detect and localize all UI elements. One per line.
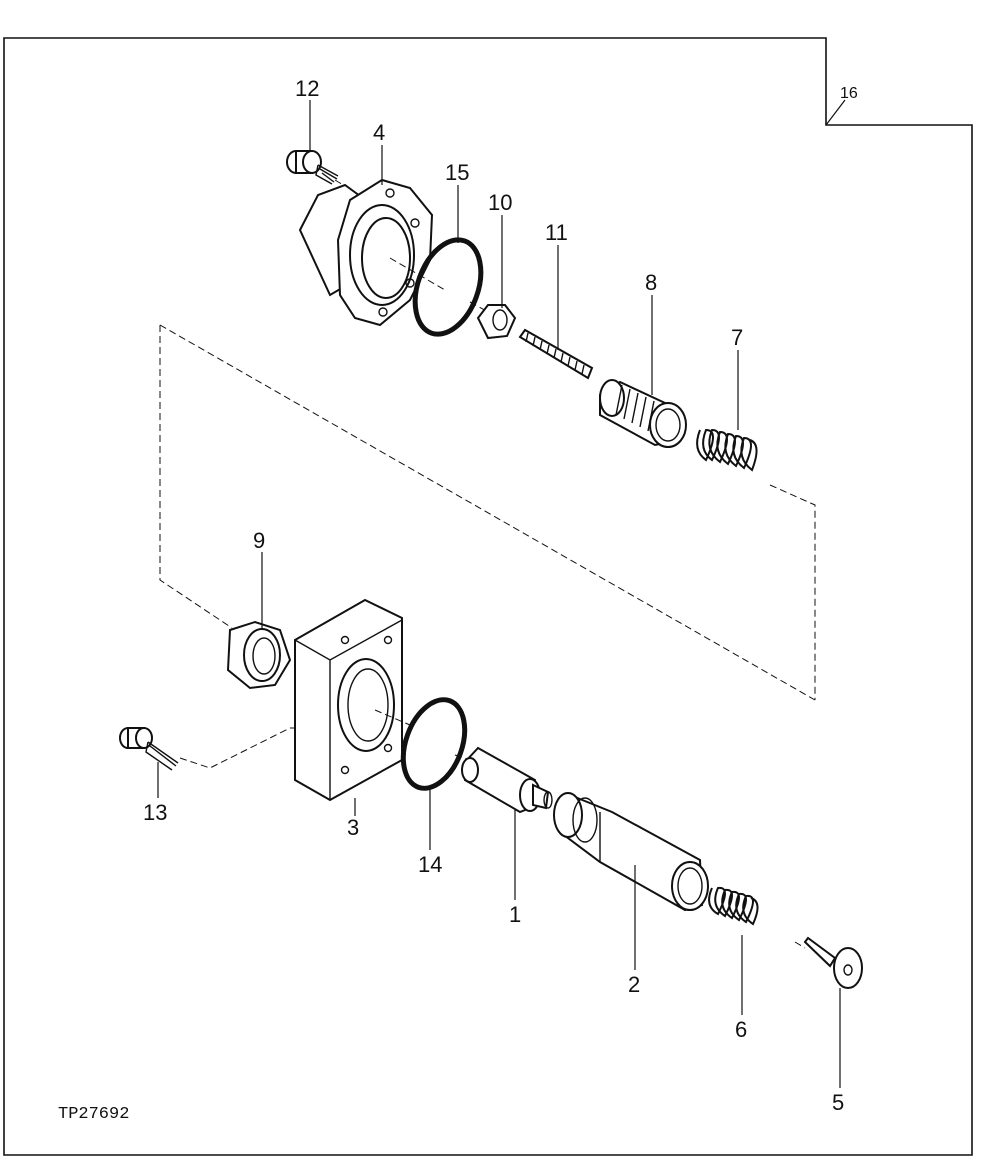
figure-id: TP27692	[58, 1105, 129, 1124]
part-9-lock-nut	[226, 620, 292, 690]
part-12-cap-screw	[286, 150, 369, 201]
callout-9: 9	[253, 528, 265, 553]
callout-8: 8	[645, 270, 657, 295]
part-13-cap-screw	[119, 727, 179, 771]
part-7-spring	[696, 428, 758, 472]
part-3-valve-body	[294, 598, 411, 802]
callout-1: 1	[509, 902, 521, 927]
diagram-frame	[3, 37, 973, 1156]
part-6-spring	[708, 886, 759, 926]
leader-lines	[157, 100, 841, 1088]
part-1-poppet	[461, 746, 553, 814]
callout-7: 7	[731, 325, 743, 350]
part-5-seat-pin	[794, 936, 863, 989]
frame-leader-16	[825, 99, 846, 126]
callout-16: 16	[840, 85, 858, 102]
part-8-plug	[599, 379, 687, 448]
callout-5: 5	[832, 1090, 844, 1115]
callout-12: 12	[295, 76, 319, 101]
callout-13: 13	[143, 800, 167, 825]
part-11-adjusting-screw	[518, 328, 594, 380]
part-4-flange-housing	[298, 178, 446, 327]
callout-6: 6	[735, 1017, 747, 1042]
callout-10: 10	[488, 190, 512, 215]
callout-4: 4	[373, 120, 385, 145]
callout-15: 15	[445, 160, 469, 185]
callout-11: 11	[545, 220, 568, 245]
callout-2: 2	[628, 972, 640, 997]
part-2-sleeve	[553, 792, 709, 912]
callout-14: 14	[418, 852, 442, 877]
part-14-o-ring	[400, 697, 468, 791]
callout-3: 3	[347, 815, 359, 840]
part-15-o-ring	[412, 237, 484, 337]
part-10-hex-nut	[476, 304, 517, 340]
